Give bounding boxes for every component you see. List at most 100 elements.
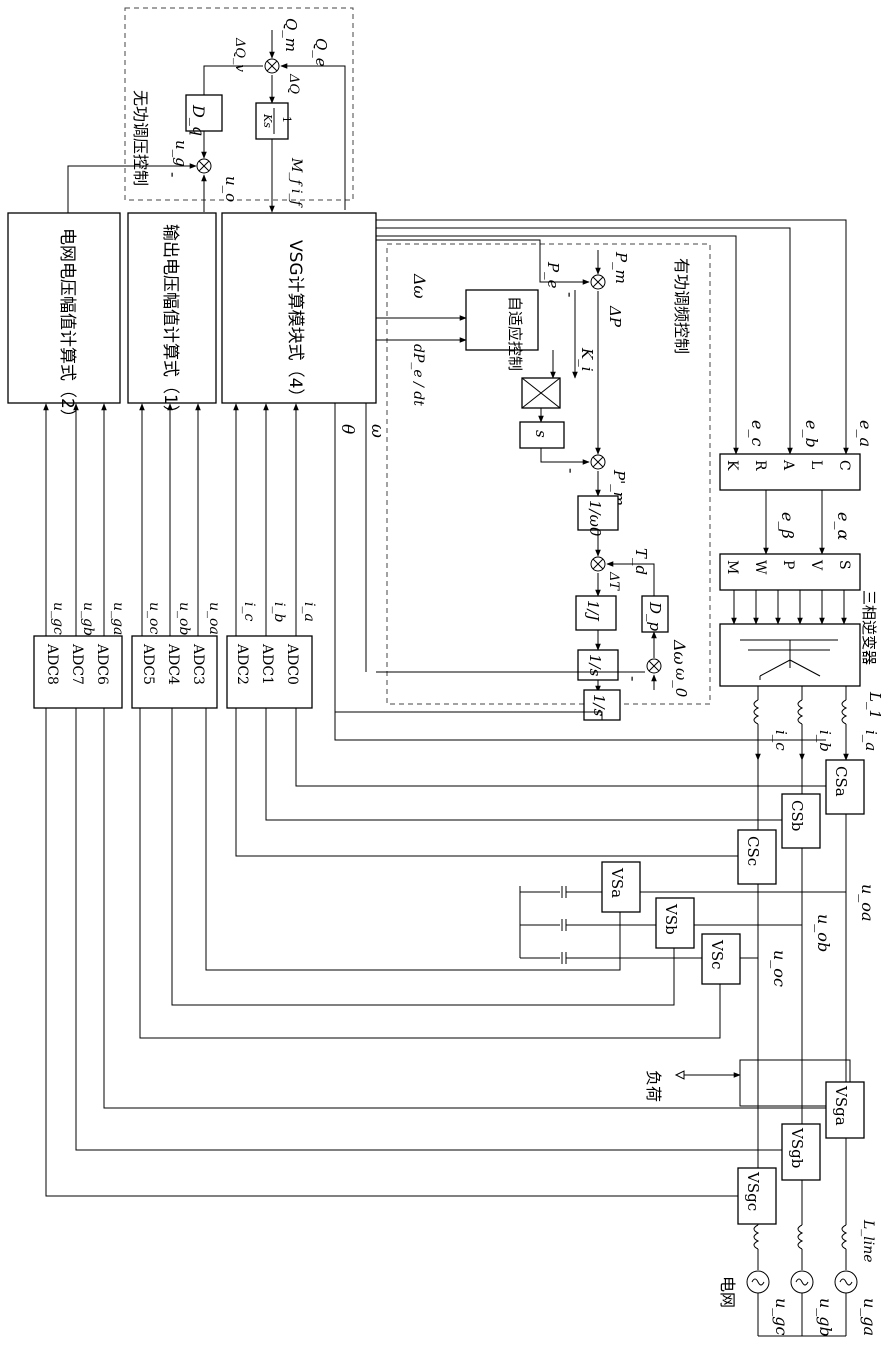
- grid-label: 电网: [718, 1276, 737, 1308]
- adc1: ADC1: [259, 643, 275, 685]
- grid-voltage-amplitude-label: 电网电压幅值计算式（2）: [57, 228, 77, 426]
- s-label: s: [532, 430, 550, 438]
- reactive-control-title: 无功调压控制: [131, 90, 150, 186]
- integrator-1-label: 1/s: [586, 654, 604, 677]
- vsg-a-label: VSga: [832, 1085, 850, 1126]
- adc6: ADC6: [94, 643, 110, 685]
- adaptive-control-label: 自适应控制: [506, 296, 524, 371]
- adc5: ADC5: [140, 643, 156, 685]
- sum-junction-omega: [647, 659, 661, 673]
- label-Qe: Q_e: [312, 38, 330, 67]
- label-dP: ΔP: [606, 305, 624, 328]
- clark-in-ec: e_c: [748, 420, 767, 446]
- minus-ug: -: [164, 172, 183, 177]
- in-uoa: u_oa: [206, 602, 222, 635]
- vs-a-label: VSa: [608, 867, 626, 898]
- in-ugb: u_gb: [80, 602, 96, 636]
- label-Td: T_d: [632, 548, 650, 575]
- integrator-2-label: 1/s: [590, 694, 608, 717]
- label-ug: u_g: [172, 140, 190, 167]
- clark-in-eb: e_b: [802, 420, 821, 448]
- label-dQ: ΔQ: [286, 73, 301, 94]
- in-ib: i_b: [271, 602, 287, 622]
- sum-junction-Pm-prime: [591, 455, 605, 469]
- adaptive-control-block: [466, 290, 538, 350]
- in-uga: u_ga: [110, 602, 126, 635]
- cs-b-label: CSb: [788, 800, 806, 831]
- adc0: ADC0: [284, 643, 300, 685]
- label-ic-out: i_c: [772, 730, 790, 751]
- label-uoc: u_oc: [770, 950, 789, 987]
- svpwm-S: S: [836, 560, 852, 570]
- label-theta: θ: [337, 424, 357, 434]
- label-ugc: u_gc: [772, 1298, 791, 1336]
- vsg-calculation-label: VSG计算模块式（4）: [285, 240, 305, 405]
- in-ia: i_a: [301, 602, 317, 622]
- label-Pm: P_m: [612, 251, 630, 284]
- vs-c-label: VSc: [708, 939, 726, 970]
- svpwm-V: V: [808, 559, 824, 571]
- minus-w: -: [624, 676, 643, 681]
- output-voltage-amplitude-label: 输出电压幅值计算式（1）: [160, 224, 180, 422]
- inv-J-label: 1/J: [584, 600, 602, 622]
- vsg-b-label: VSgb: [788, 1127, 806, 1168]
- sum-junction-voltage: [197, 159, 211, 173]
- label-w0: ω_0: [672, 668, 690, 698]
- load-connection: [676, 1060, 850, 1106]
- adc2: ADC2: [234, 643, 250, 685]
- label-ugb: u_gb: [816, 1298, 835, 1337]
- grid-sources: [747, 1271, 857, 1336]
- label-ib-out: i_b: [816, 730, 834, 752]
- label-Mfif: M_f i_f: [288, 157, 304, 208]
- label-ia-out: i_a: [862, 730, 880, 751]
- label-dw-in: Δω: [410, 273, 429, 299]
- label-uob: u_ob: [814, 914, 833, 952]
- active-control-region: [387, 244, 710, 704]
- label-dPe: dP_e / dt: [410, 344, 426, 406]
- label-Pe: P_e: [544, 261, 562, 289]
- label-uoa: u_oa: [858, 884, 877, 921]
- adc3: ADC3: [190, 643, 206, 685]
- int-num: 1: [280, 116, 293, 123]
- label-omega: ω: [367, 424, 387, 438]
- label-uo: u_o: [222, 176, 240, 202]
- clark-out-ealpha: e_α: [834, 512, 853, 540]
- svpwm-W: W: [752, 560, 768, 575]
- clark-in-ea: e_a: [856, 420, 875, 447]
- label-Lline: L_line: [860, 1219, 876, 1263]
- svpwm-M: M: [724, 560, 740, 574]
- load-label: 负荷: [644, 1070, 663, 1102]
- label-L1: L_1: [866, 691, 884, 719]
- in-uoc: u_oc: [146, 602, 162, 634]
- label-Qm: Q_m: [282, 18, 300, 52]
- clark-R: R: [752, 460, 768, 471]
- minus-Pe: -: [561, 292, 580, 297]
- label-dQv: ΔQ_v: [232, 37, 247, 73]
- sum-junction-power: [591, 275, 605, 289]
- label-dw2: Δω: [670, 639, 689, 665]
- Dq-label: D_q: [189, 104, 208, 136]
- vs-b-label: VSb: [662, 903, 680, 935]
- cs-c-label: CSc: [744, 836, 762, 866]
- clark-K: K: [724, 460, 740, 471]
- cs-a-label: CSa: [832, 766, 850, 797]
- inverter-label: 三相逆变器: [860, 590, 878, 665]
- reactive-control-region: [125, 8, 353, 200]
- inv-omega0-label: 1/ω0: [586, 500, 604, 537]
- svpwm-P: P: [780, 560, 796, 569]
- grid-line-inductors: [754, 1225, 846, 1270]
- Dp-label: D_p: [646, 601, 664, 632]
- gate-signal-arrows: [734, 590, 844, 624]
- adc7: ADC7: [69, 643, 85, 685]
- active-control-title: 有功调频控制: [672, 258, 691, 354]
- clark-out-ebeta: e_β: [778, 512, 797, 539]
- clark-C: C: [836, 460, 852, 471]
- clark-A: A: [780, 459, 796, 471]
- label-Ki: K_i: [578, 347, 596, 372]
- adc4: ADC4: [165, 643, 181, 685]
- adc8: ADC8: [44, 643, 60, 685]
- int-den: Ks: [261, 113, 274, 128]
- in-ugc: u_gc: [50, 602, 66, 635]
- in-uob: u_ob: [176, 602, 192, 635]
